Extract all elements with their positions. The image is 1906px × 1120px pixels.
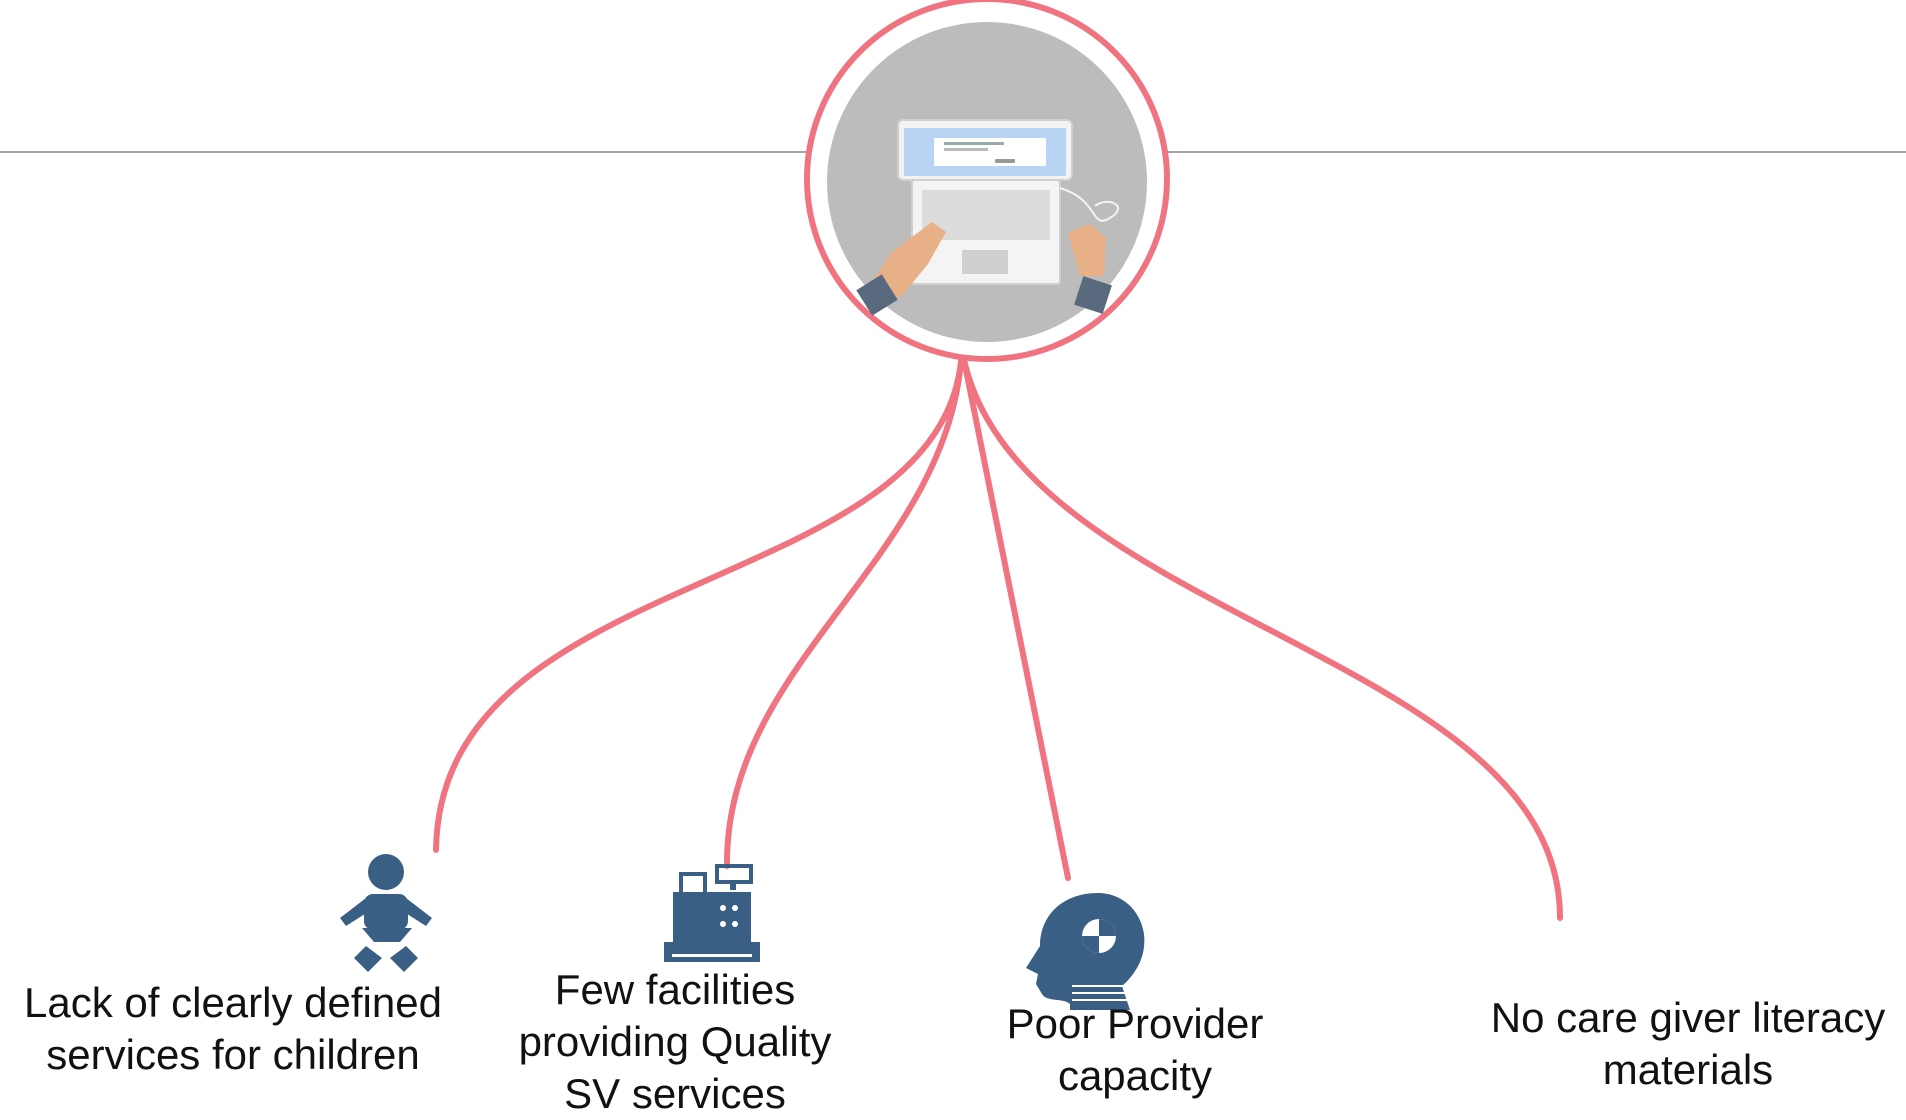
head-thinking-icon — [1026, 893, 1145, 1010]
branch-label-1-line-1: Lack of clearly defined — [24, 979, 442, 1026]
branch-label-1: Lack of clearly defined services for chi… — [0, 977, 466, 1081]
branch-label-4-line-2: materials — [1602, 1046, 1774, 1093]
connector-2 — [723, 347, 965, 869]
connectors — [433, 347, 1563, 921]
branch-label-3: Poor Provider capacity — [985, 998, 1285, 1102]
branch-label-3-line-1: Poor Provider — [1006, 1000, 1264, 1047]
branch-label-2-line-3: SV services — [564, 1070, 786, 1117]
branch-label-2: Few facilities providing Quality SV serv… — [490, 964, 860, 1120]
connector-4 — [959, 347, 1563, 921]
branch-label-3-line-2: capacity — [1057, 1052, 1213, 1099]
cash-register-icon — [664, 864, 760, 962]
laptop-typing-icon — [856, 119, 1119, 316]
connector-1 — [433, 347, 965, 853]
branch-label-1-line-2: services for children — [46, 1031, 420, 1078]
branch-label-2-line-1: Few facilities — [554, 966, 796, 1013]
branch-label-4: No care giver literacy materials — [1470, 992, 1906, 1096]
branch-label-2-line-2: providing Quality — [518, 1018, 832, 1065]
branch-label-4-line-1: No care giver literacy — [1490, 994, 1886, 1041]
connector-3 — [959, 347, 1071, 881]
hub-node — [804, 0, 1170, 362]
baby-icon — [340, 854, 432, 972]
